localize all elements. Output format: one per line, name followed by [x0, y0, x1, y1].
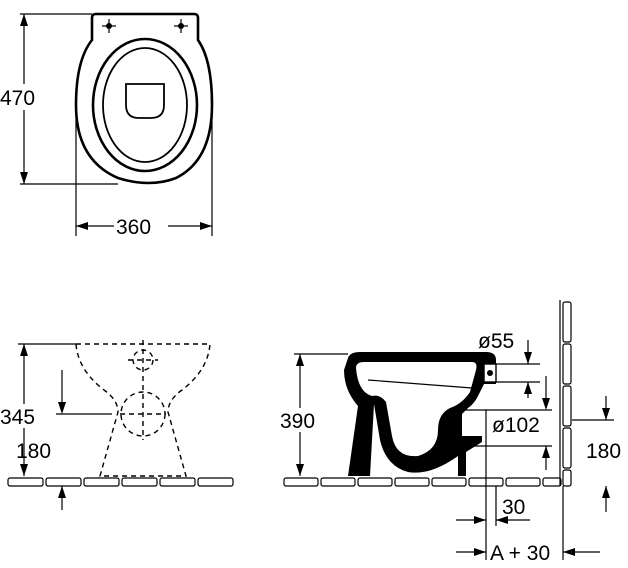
- side-view: 390 ø55 ø102 180 30: [276, 300, 621, 565]
- dimension-outlet-height: 180: [586, 440, 621, 463]
- dimension-outlet-diameter: ø102: [492, 414, 540, 437]
- side-view-outlet-pipe: [460, 409, 487, 447]
- top-view-seat-inner: [102, 47, 188, 163]
- dimension-inlet-height-front: 180: [16, 440, 51, 463]
- top-view-seat-outer: [91, 37, 199, 173]
- front-view-bowl-dashed: [75, 343, 211, 477]
- top-view-outer-outline: [74, 12, 214, 185]
- dimension-width: 360: [116, 216, 151, 239]
- top-view: 470 360: [0, 12, 214, 239]
- fixing-hole-left-icon: [102, 19, 116, 33]
- dimension-depth: 470: [0, 87, 35, 110]
- dimension-offset: 30: [502, 496, 525, 519]
- front-view-floor: [7, 477, 234, 487]
- side-view-wall: [559, 300, 572, 487]
- dimension-rim-height: 345: [0, 406, 35, 429]
- side-view-floor: [283, 477, 562, 487]
- front-view: 345 180: [0, 340, 234, 510]
- dimension-total-height: 390: [280, 410, 315, 433]
- dimension-clearance: A + 30: [490, 542, 550, 565]
- top-view-drain-opening: [125, 83, 165, 119]
- dimension-inlet-diameter: ø55: [478, 330, 514, 353]
- fixing-hole-right-icon: [174, 19, 188, 33]
